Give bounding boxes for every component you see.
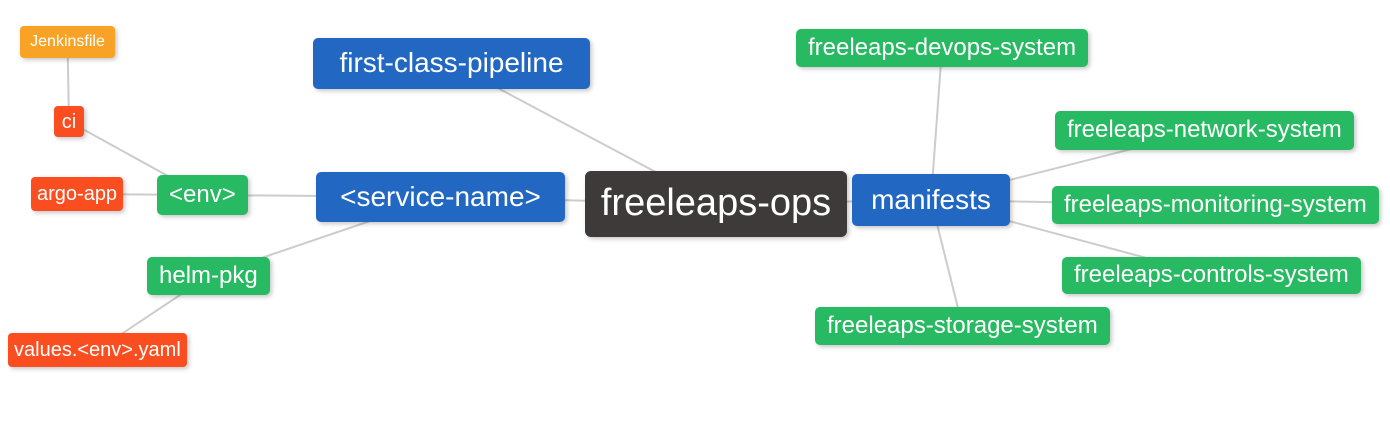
node-freeleaps-network-system[interactable]: freeleaps-network-system [1055, 111, 1354, 150]
node-freeleaps-monitoring-system[interactable]: freeleaps-monitoring-system [1052, 186, 1379, 224]
node-ci[interactable]: ci [54, 106, 84, 137]
node-manifests[interactable]: manifests [852, 174, 1010, 226]
node-service-name[interactable]: <service-name> [316, 172, 565, 222]
node-env[interactable]: <env> [157, 175, 248, 215]
node-jenkinsfile[interactable]: Jenkinsfile [20, 26, 115, 58]
node-freeleaps-storage-system[interactable]: freeleaps-storage-system [815, 307, 1110, 345]
node-values-env-yaml[interactable]: values.<env>.yaml [8, 333, 187, 367]
node-freeleaps-devops-system[interactable]: freeleaps-devops-system [796, 29, 1089, 67]
node-freeleaps-ops[interactable]: freeleaps-ops [585, 171, 847, 237]
node-argo-app[interactable]: argo-app [31, 177, 124, 211]
node-freeleaps-controls-system[interactable]: freeleaps-controls-system [1062, 257, 1361, 294]
node-helm-pkg[interactable]: helm-pkg [147, 257, 270, 295]
node-first-class-pipeline[interactable]: first-class-pipeline [313, 38, 590, 89]
